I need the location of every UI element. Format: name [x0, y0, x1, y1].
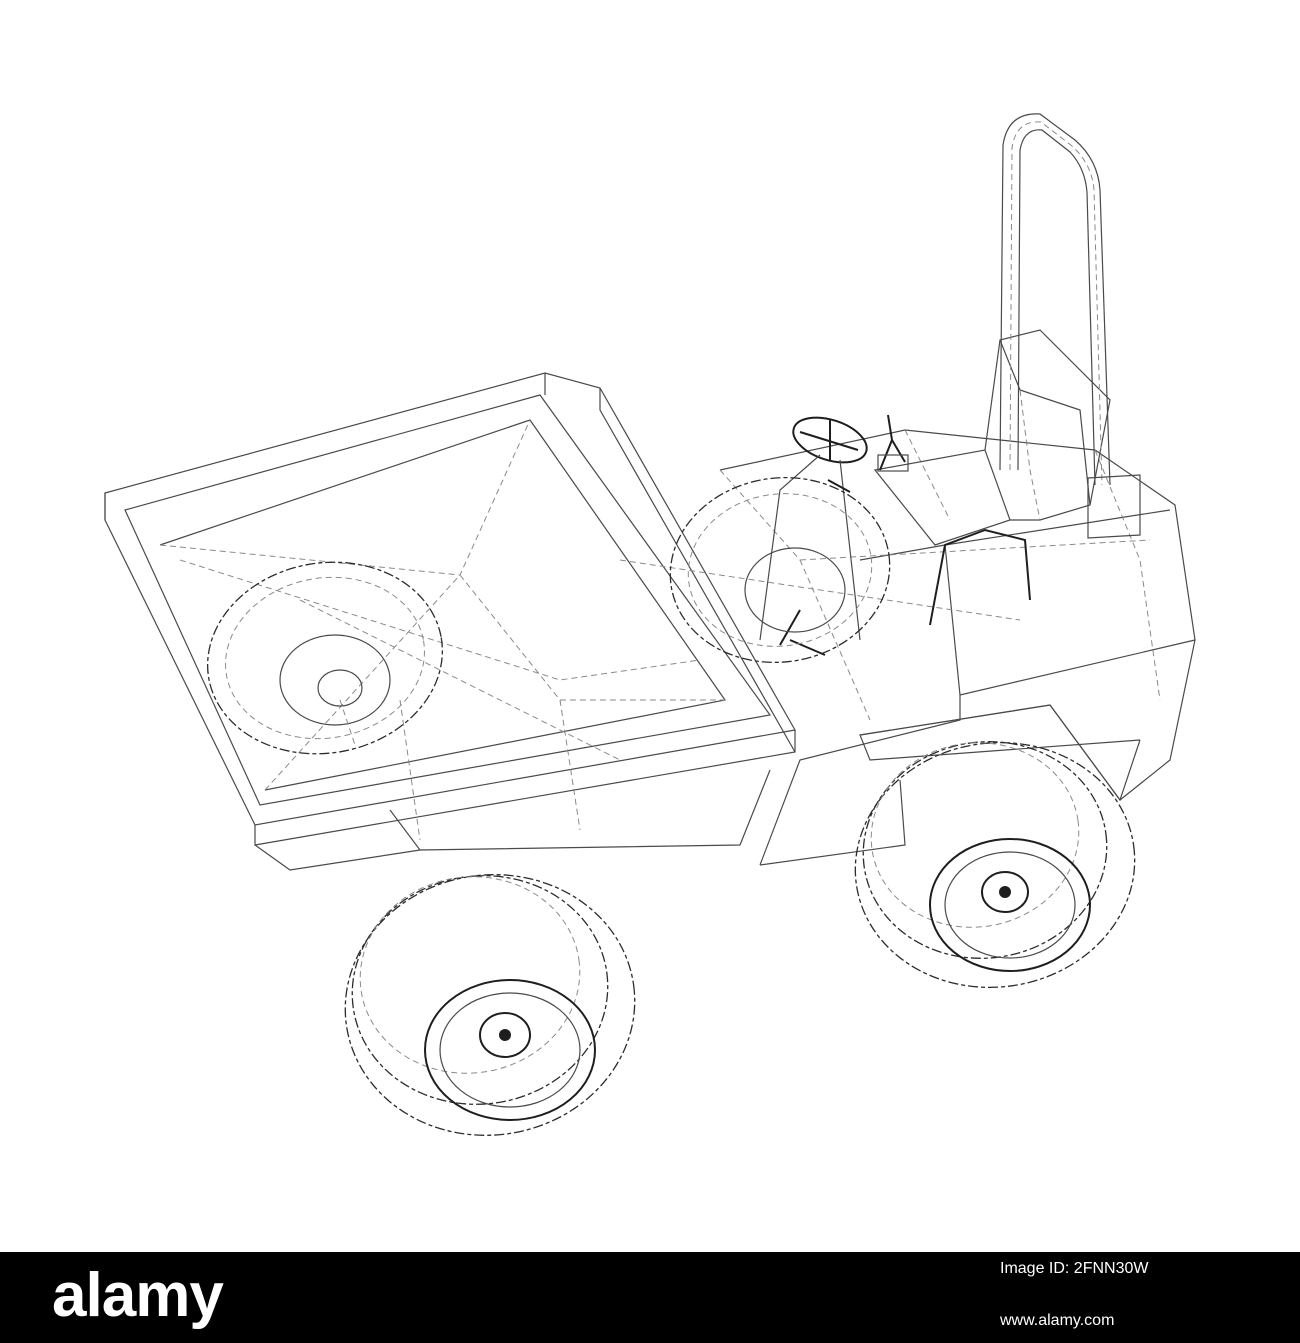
- alamy-logo: alamy: [52, 1261, 224, 1330]
- skip-bucket: [104, 372, 796, 871]
- dumper-wireframe-drawing: [104, 113, 1196, 1136]
- image-id-label: Image ID: 2FNN30W: [1000, 1260, 1149, 1277]
- wheel-rear-left: [206, 561, 444, 755]
- front-mudguard: [859, 704, 1141, 802]
- wheel-front-right: [854, 741, 1136, 989]
- operator-seat: [873, 329, 1111, 626]
- chassis-body: [619, 429, 1196, 866]
- roll-bar: [999, 113, 1141, 539]
- footer-url: www.alamy.com: [1000, 1312, 1115, 1329]
- steering-wheel: [759, 416, 868, 656]
- control-lever: [877, 414, 909, 472]
- wheel-rear-right: [669, 476, 891, 664]
- stock-photo-footer: alamy Image ID: 2FNN30W www.alamy.com: [0, 1252, 1300, 1343]
- wheel-front-left: [344, 874, 636, 1136]
